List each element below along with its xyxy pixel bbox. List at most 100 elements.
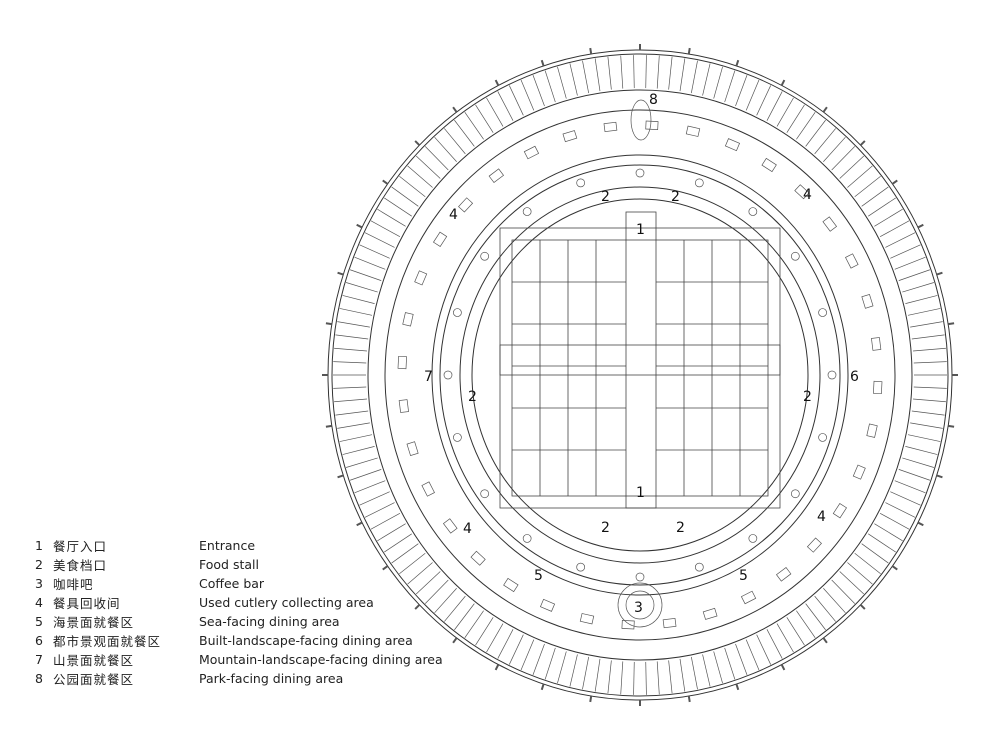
- facade-rib: [890, 491, 921, 506]
- facade-rib: [391, 543, 419, 564]
- facade-rib: [776, 97, 794, 127]
- legend-english-label: Mountain-landscape-facing dining area: [199, 652, 443, 667]
- facade-rib: [911, 334, 945, 340]
- dining-table: [761, 157, 777, 173]
- dining-table: [503, 577, 519, 593]
- facade-rib: [557, 66, 567, 99]
- legend-row: 6 都市景观面就餐区 Built-landscape-facing dining…: [35, 631, 443, 650]
- plan-ring: [331, 53, 949, 697]
- facade-rib: [333, 361, 367, 364]
- facade-rib: [582, 60, 590, 94]
- facade-spike: [356, 223, 363, 229]
- legend-row: 1 餐厅入口 Entrance: [35, 536, 443, 555]
- facade-rib: [668, 660, 673, 694]
- facade-spike: [414, 140, 421, 146]
- facade-rib: [861, 186, 889, 207]
- legend-row: 8 公园面就餐区 Park-facing dining area: [35, 669, 443, 688]
- dining-table: [806, 537, 822, 553]
- label-food-stall-bottom-left: 2: [601, 520, 610, 536]
- facade-rib: [359, 491, 390, 506]
- facade-spike: [494, 664, 500, 671]
- facade-spike: [494, 79, 500, 86]
- facade-rib: [823, 588, 846, 614]
- facade-rib: [337, 321, 370, 328]
- facade-rib: [814, 128, 836, 155]
- label-entrance-bottom: 1: [636, 485, 645, 501]
- legend-row: 3 咖啡吧 Coffee bar: [35, 574, 443, 593]
- dining-table: [685, 125, 701, 137]
- facade-rib: [415, 155, 441, 179]
- dining-furniture: [397, 99, 883, 630]
- facade-spike: [589, 47, 593, 55]
- facade-rib: [399, 175, 426, 198]
- facade-rib: [377, 208, 406, 227]
- core-inner: [511, 239, 769, 497]
- dining-chair: [818, 433, 827, 442]
- facade-rib: [407, 562, 433, 585]
- facade-rib: [557, 651, 567, 684]
- facade-rib: [333, 386, 367, 389]
- facade-rib: [776, 623, 794, 653]
- label-park-dining: 8: [649, 92, 658, 108]
- facade-rib: [497, 629, 514, 659]
- facade-spike: [540, 59, 545, 67]
- dining-table: [794, 184, 810, 200]
- facade-rib: [486, 97, 504, 127]
- facade-rib: [370, 220, 401, 238]
- dining-table: [603, 121, 618, 133]
- facade-rib: [407, 165, 433, 188]
- facade-rib: [668, 56, 673, 90]
- legend-english-label: Built-landscape-facing dining area: [199, 633, 413, 648]
- facade-rib: [497, 91, 514, 121]
- facade-spike: [382, 179, 389, 185]
- facade-rib: [424, 146, 449, 171]
- facade-rib: [868, 197, 896, 217]
- plan-ring: [459, 186, 821, 564]
- dining-table: [398, 399, 409, 413]
- label-entrance-top: 1: [636, 222, 645, 238]
- facade-rib: [756, 634, 772, 665]
- dining-chair: [522, 534, 532, 543]
- dining-table: [662, 617, 677, 629]
- facade-rib: [910, 422, 943, 429]
- facade-rib: [645, 55, 647, 89]
- facade-rib: [894, 480, 926, 494]
- facade-rib: [879, 512, 910, 530]
- legend-row: 5 海景面就餐区 Sea-facing dining area: [35, 612, 443, 631]
- facade-rib: [424, 579, 449, 604]
- coffee-bar-outline: [617, 582, 663, 628]
- facade-rib: [724, 647, 736, 680]
- legend-english-label: Park-facing dining area: [199, 671, 344, 686]
- legend-chinese-label: 美食档口: [53, 558, 108, 573]
- facade-rib: [444, 128, 466, 155]
- facade-rib: [805, 603, 826, 631]
- facade-rib: [898, 469, 931, 481]
- facade-rib: [359, 244, 390, 259]
- facade-spike: [325, 424, 332, 428]
- facade-spike: [325, 322, 332, 326]
- facade-rib: [544, 647, 556, 680]
- label-food-stall-left: 2: [468, 389, 477, 405]
- facade-rib: [633, 55, 635, 89]
- facade-rib: [339, 308, 373, 316]
- dining-chair: [443, 370, 453, 380]
- dining-chair: [790, 251, 800, 261]
- facade-rib: [354, 256, 386, 270]
- dining-chair: [790, 489, 800, 499]
- facade-rib: [724, 70, 736, 103]
- facade-rib: [342, 295, 375, 304]
- facade-spike: [891, 179, 898, 185]
- facade-spike: [822, 106, 828, 113]
- facade-rib: [594, 658, 601, 692]
- facade-rib: [607, 660, 612, 694]
- facade-spike: [917, 223, 924, 229]
- dining-chair: [635, 168, 645, 178]
- facade-rib: [334, 347, 367, 352]
- facade-rib: [645, 661, 647, 695]
- facade-rib: [847, 165, 873, 188]
- facade-rib: [907, 308, 941, 316]
- label-built-dining: 6: [850, 369, 859, 385]
- facade-rib: [879, 220, 910, 238]
- dining-table: [702, 607, 718, 620]
- facade-spike: [891, 565, 898, 571]
